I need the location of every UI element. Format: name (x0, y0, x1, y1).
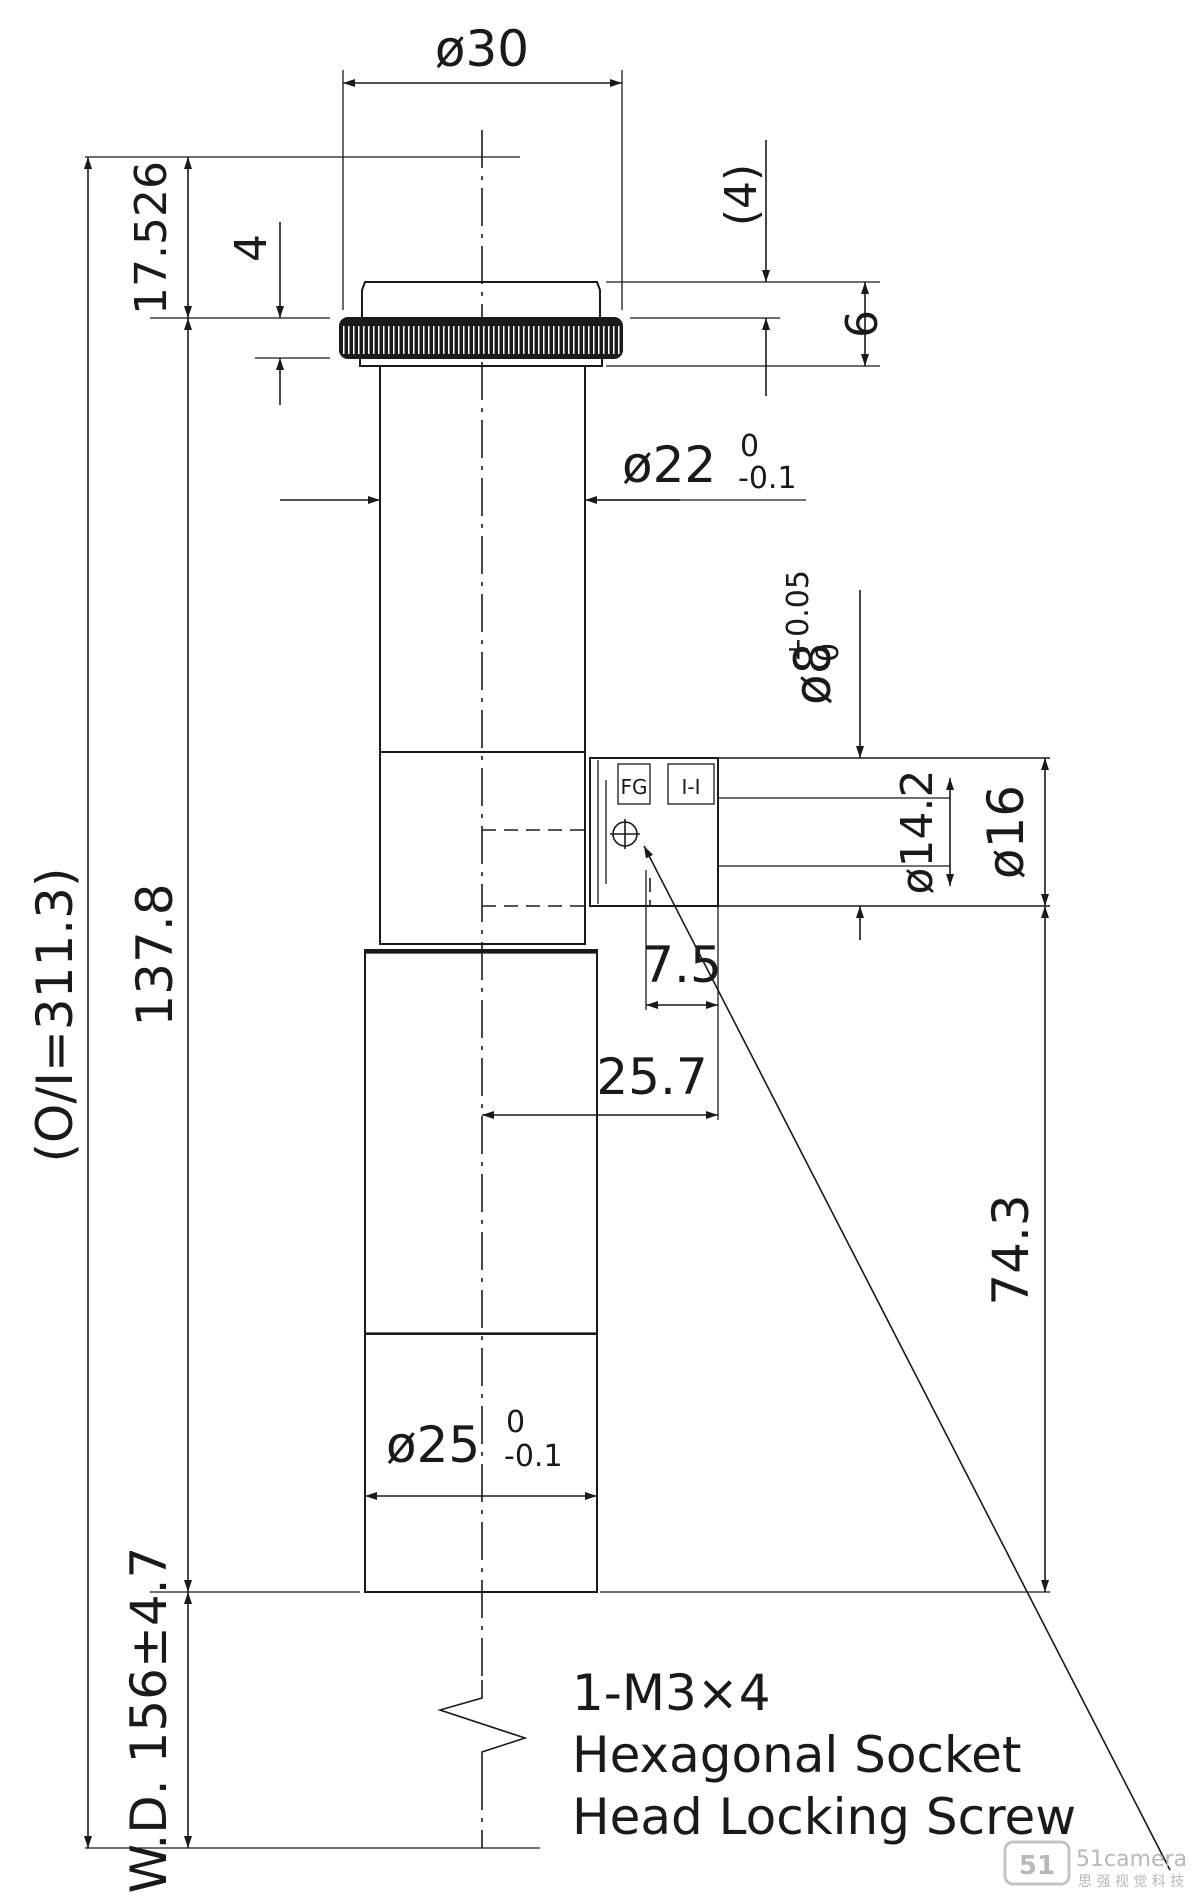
svg-text:9: 9 (834, 310, 885, 338)
dimension-d25: ø25 0 -0.1 (365, 1405, 597, 1500)
screw-note: 1-M3×4 Hexagonal Socket Head Locking Scr… (572, 845, 1171, 1871)
knurled-ring (339, 317, 623, 359)
dimension-17-526: 17.526 (126, 157, 192, 318)
lens-body (339, 281, 623, 1593)
svg-text:ø25: ø25 (386, 1416, 480, 1474)
bracket-label-box (667, 763, 715, 805)
extension-lines (85, 70, 1050, 1849)
svg-text:0: 0 (506, 1405, 525, 1440)
svg-text:4: 4 (226, 234, 277, 262)
svg-text:17.526: 17.526 (126, 161, 177, 315)
note-line-1: 1-M3×4 (572, 1664, 771, 1722)
svg-text:(4): (4) (716, 164, 767, 226)
ring-flange (359, 357, 603, 367)
watermark-brand: 51camera (1076, 1847, 1187, 1872)
note-line-2: Hexagonal Socket (572, 1726, 1022, 1784)
dimension-d16: ø16 (977, 758, 1049, 906)
dimension-d30: ø30 (343, 20, 622, 87)
dimension-7-5: 7.5 (642, 870, 722, 1010)
bracket-label: I-I (681, 775, 700, 799)
dimension-74-3: 74.3 (982, 906, 1049, 1592)
dimension-d14-2: ø14.2 (892, 770, 954, 895)
svg-text:0: 0 (811, 643, 846, 662)
note-line-3: Head Locking Screw (572, 1788, 1076, 1846)
dimension-d22: ø22 0 -0.1 (280, 429, 806, 504)
watermark: 51 51camera 思 强 视 觉 科 技 (1003, 1840, 1187, 1890)
centerline (425, 130, 540, 1849)
svg-text:-0.1: -0.1 (504, 1439, 563, 1474)
lower-barrel (364, 949, 598, 1335)
note-leader (643, 845, 1171, 1871)
svg-text:25.7: 25.7 (596, 1048, 707, 1106)
svg-text:7.5: 7.5 (642, 936, 722, 994)
dimension-4-paren: (4) (716, 140, 770, 396)
svg-text:+0.05: +0.05 (781, 570, 816, 662)
svg-text:ø22: ø22 (622, 436, 716, 494)
dimension-wd: W.D. 156±4.7 (120, 1547, 192, 1894)
svg-text:-0.1: -0.1 (738, 461, 797, 496)
svg-text:ø8: ø8 (784, 643, 842, 705)
svg-text:(O/I=311.3): (O/I=311.3) (26, 868, 84, 1163)
side-port-block (589, 757, 719, 907)
svg-text:ø14.2: ø14.2 (892, 770, 943, 895)
side-port: FG I-I (482, 757, 1050, 907)
svg-text:74.3: 74.3 (982, 1194, 1040, 1305)
svg-text:W.D. 156±4.7: W.D. 156±4.7 (120, 1547, 178, 1894)
svg-text:0: 0 (740, 429, 759, 464)
dimension-25-7: 25.7 (482, 1048, 718, 1119)
svg-text:ø30: ø30 (435, 20, 529, 78)
dimension-d8: ø8 +0.05 0 (781, 570, 864, 940)
fg-label: FG (620, 775, 647, 799)
dimension-4: 4 (226, 222, 284, 405)
watermark-sub: 思 强 视 觉 科 技 (1078, 1874, 1184, 1890)
svg-text:137.8: 137.8 (126, 883, 184, 1026)
mount-cap (361, 281, 601, 319)
watermark-logo-mark-text: 51 (1019, 1851, 1055, 1881)
svg-text:ø16: ø16 (977, 785, 1035, 879)
fg-label-box (617, 763, 651, 805)
watermark-logo-mark (1003, 1840, 1071, 1886)
dimension-137-8: 137.8 (126, 318, 192, 1592)
front-barrel (364, 1333, 598, 1593)
dimension-9: 9 (834, 282, 885, 366)
dimension-oi: (O/I=311.3) (26, 157, 92, 1848)
